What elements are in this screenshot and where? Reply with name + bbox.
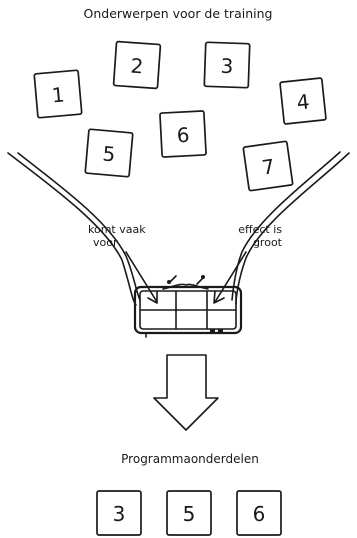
topic-card-label: 5 [102, 141, 117, 166]
topic-card: 6 [159, 110, 207, 158]
result-card-label: 6 [253, 502, 266, 526]
result-card: 3 [96, 490, 142, 536]
right-label-line-1: effect is [238, 223, 282, 236]
topic-card: 4 [279, 77, 327, 125]
topic-card: 1 [33, 69, 83, 119]
left-label-arrow [125, 251, 158, 304]
result-card-label: 3 [113, 502, 126, 526]
topic-card: 5 [84, 128, 134, 178]
topic-card-label: 7 [260, 154, 276, 180]
topic-card: 2 [112, 40, 162, 90]
topic-card-label: 6 [176, 123, 190, 148]
topic-cards: 1 2 3 4 5 6 7 [33, 40, 327, 192]
topic-card-label: 1 [51, 82, 66, 107]
left-label-line-2: voor [93, 236, 118, 249]
result-card: 5 [166, 490, 212, 536]
topic-card: 3 [203, 41, 251, 89]
right-label-line-2: groot [253, 236, 283, 249]
result-card: 6 [236, 490, 282, 536]
right-label-arrow [213, 251, 247, 304]
topic-card-label: 3 [220, 54, 234, 78]
topic-card: 7 [242, 140, 294, 192]
topic-card-label: 2 [130, 54, 144, 79]
left-label-line-1: komt vaak [88, 223, 146, 236]
topic-card-label: 4 [296, 89, 311, 114]
diagram-title: Onderwerpen voor de training [84, 6, 273, 21]
down-arrow [153, 354, 219, 431]
funnel-left-wall-inner [17, 152, 141, 301]
result-card-label: 5 [183, 502, 196, 526]
funnel-left-wall [7, 152, 137, 306]
result-title: Programmaonderdelen [121, 452, 259, 466]
tv-icon [133, 275, 243, 338]
funnel-right-wall-inner [231, 151, 341, 301]
result-cards: 3 5 6 [96, 490, 282, 536]
funnel-right-wall [235, 152, 350, 305]
